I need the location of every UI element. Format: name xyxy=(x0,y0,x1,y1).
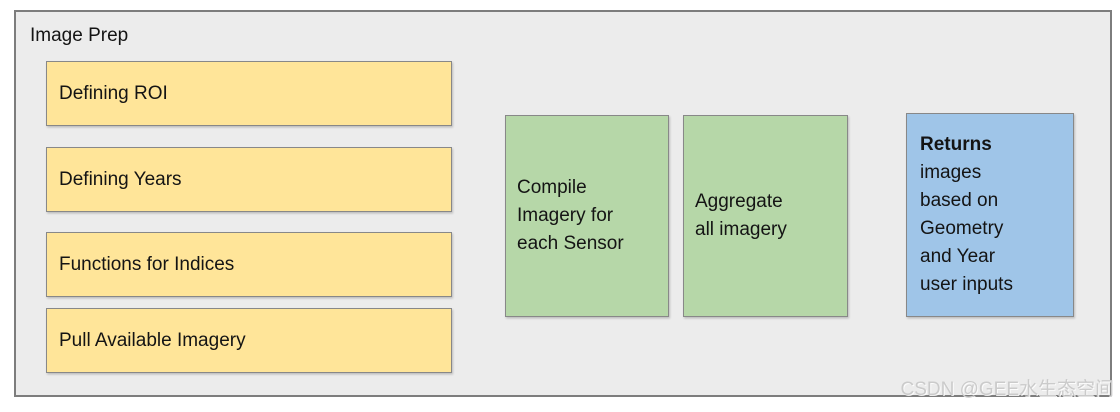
group-title: Image Prep xyxy=(30,25,129,46)
output-bold-label: Returns xyxy=(920,134,992,155)
step-label: Defining ROI xyxy=(59,82,168,104)
step-pull-available-imagery: Pull Available Imagery xyxy=(46,308,452,373)
step-label: Functions for Indices xyxy=(59,253,235,275)
step-defining-years: Defining Years xyxy=(46,147,452,212)
step-functions-for-indices: Functions for Indices xyxy=(46,232,452,297)
step-label: Pull Available Imagery xyxy=(59,329,246,351)
step-defining-roi: Defining ROI xyxy=(46,61,452,126)
watermark: CSDN @GEE水生态空间 xyxy=(900,379,1114,400)
step-label: Defining Years xyxy=(59,168,182,190)
